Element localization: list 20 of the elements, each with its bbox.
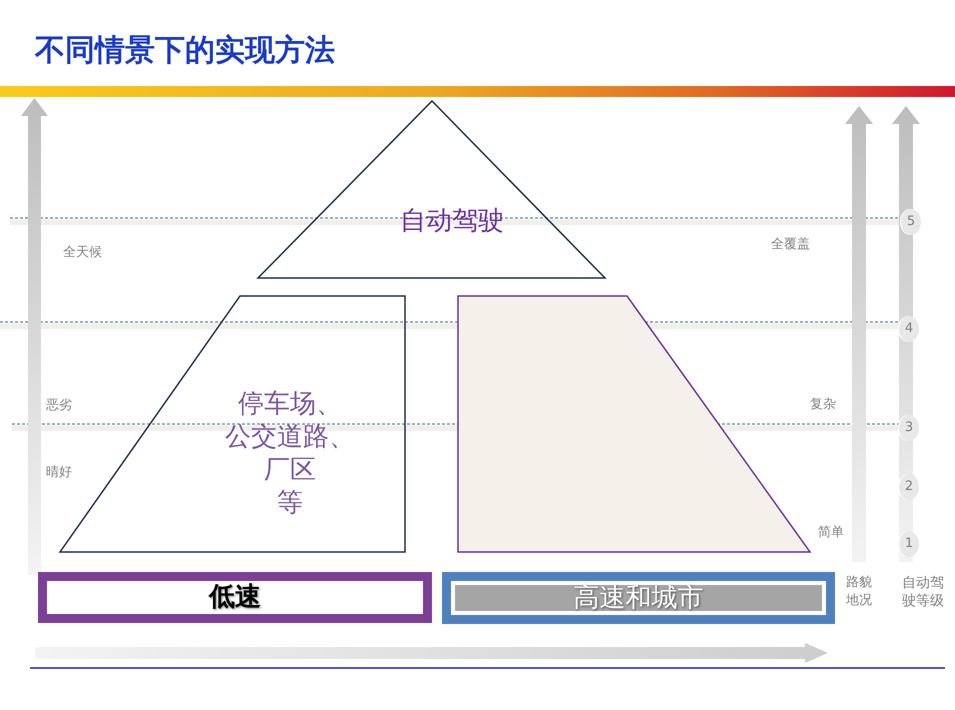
triangle-shape <box>258 101 605 278</box>
axis-label: 全覆盖 <box>771 237 810 253</box>
axis-title: 路貌地况 <box>846 574 873 610</box>
axis-label: 晴好 <box>46 465 72 481</box>
level-number: 2 <box>899 474 919 500</box>
slide-title: 不同情景下的实现方法 <box>35 32 335 70</box>
level-number: 4 <box>899 316 919 342</box>
category-box: 高速和城市 <box>442 572 835 624</box>
axis-title: 自动驾驶等级 <box>902 574 945 610</box>
axis-label: 简单 <box>818 525 844 541</box>
level-number: 1 <box>899 531 919 557</box>
axis-label: 复杂 <box>810 397 836 413</box>
axis-label: 全天候 <box>63 245 102 261</box>
node-label: 停车场、公交道路、厂区等 <box>225 388 355 520</box>
axis-label: 恶劣 <box>46 398 72 414</box>
trapezoid-shape <box>60 296 405 552</box>
level-number: 3 <box>899 415 919 441</box>
trapezoid-shape <box>458 296 810 552</box>
category-box: 低速 <box>38 572 432 623</box>
level-number: 5 <box>901 209 921 235</box>
